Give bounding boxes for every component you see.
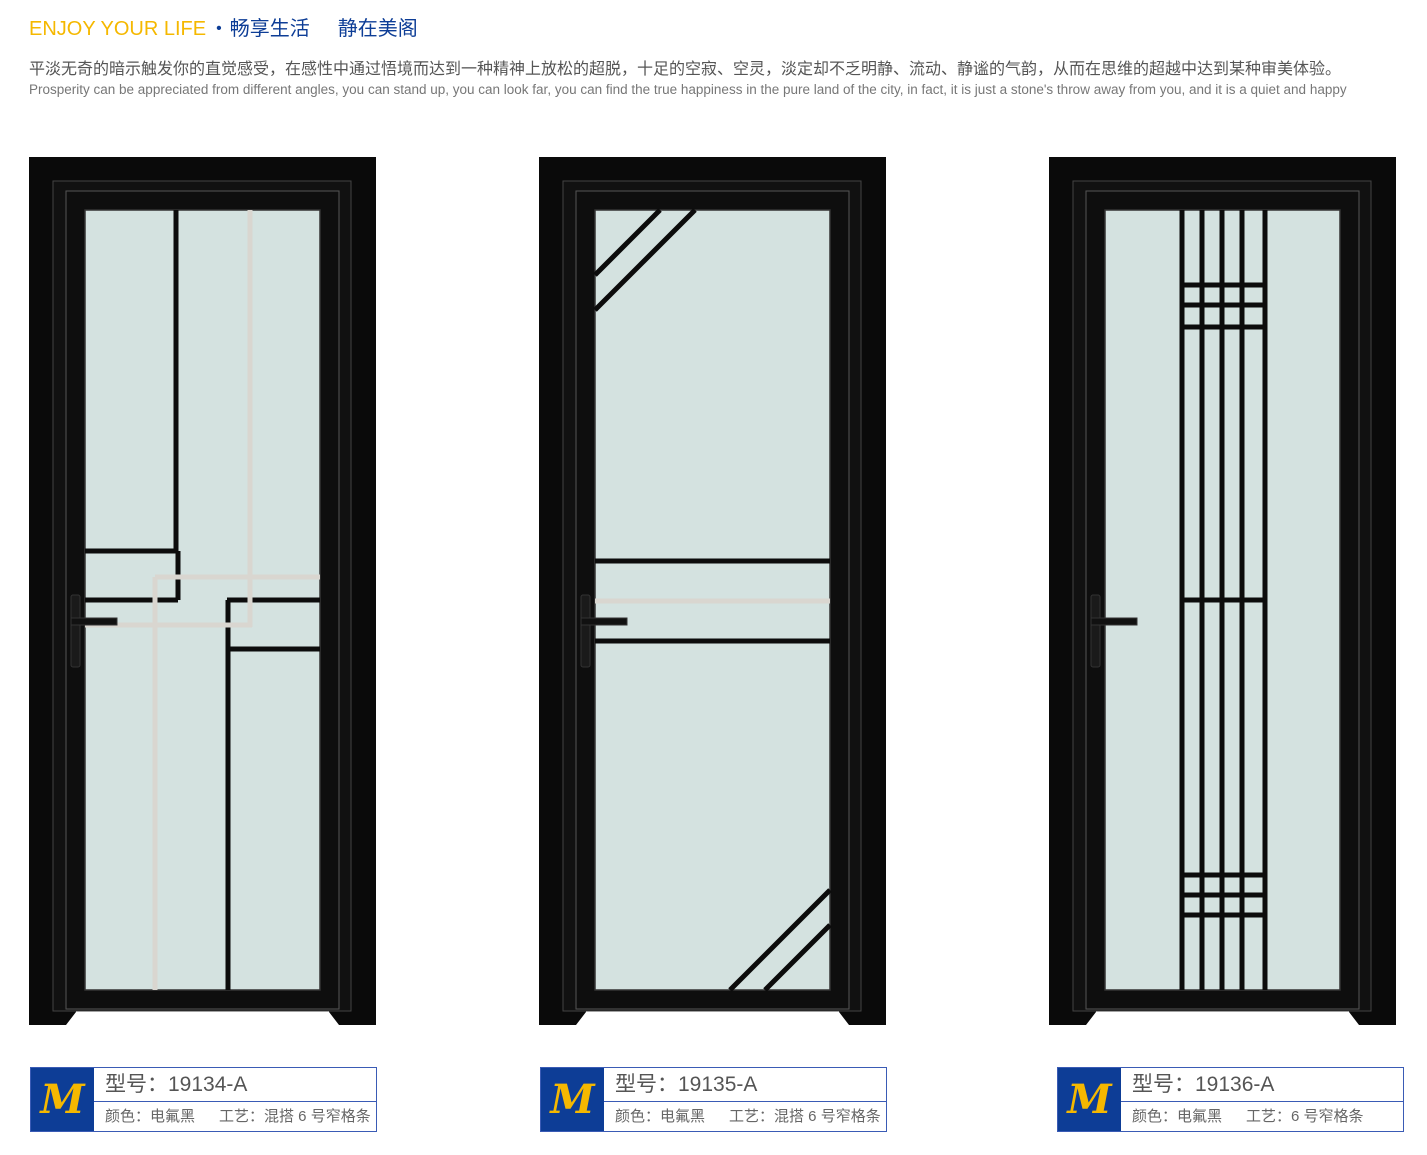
handle-plate (1090, 594, 1101, 668)
door-image-19136 (1049, 157, 1396, 1025)
black-grille-bar (593, 208, 662, 277)
product-craft: 工艺：混搭 6 号窄格条 (729, 1108, 881, 1125)
description-en: Prosperity can be appreciated from diffe… (29, 82, 1347, 97)
door-svg (539, 157, 886, 1025)
product-model: 型号：19136-A (1121, 1068, 1403, 1102)
door-image-19135 (539, 157, 886, 1025)
product-model: 型号：19135-A (604, 1068, 886, 1102)
bullet-icon: • (216, 20, 222, 37)
door-handle-icon (70, 617, 118, 626)
product-color: 颜色：电氟黑 (105, 1108, 196, 1125)
handle-plate (70, 594, 81, 668)
product-card-19135: M 型号：19135-A 颜色：电氟黑 工艺：混搭 6 号窄格条 (540, 1067, 887, 1132)
brand-logo: M (1058, 1068, 1121, 1131)
black-grille-bar (593, 208, 697, 312)
door-svg (29, 157, 376, 1025)
header-title-cn-2: 静在美阁 (337, 18, 418, 40)
door-image-19134 (29, 157, 376, 1025)
handle-plate (580, 594, 591, 668)
grille-bars (593, 208, 832, 992)
product-color: 颜色：电氟黑 (1132, 1108, 1223, 1125)
product-color: 颜色：电氟黑 (615, 1108, 706, 1125)
product-craft: 工艺：6 号窄格条 (1246, 1108, 1364, 1125)
product-craft: 工艺：混搭 6 号窄格条 (219, 1108, 371, 1125)
door-svg (1049, 157, 1396, 1025)
black-grille-bar (763, 923, 832, 992)
description-cn: 平淡无奇的暗示触发你的直觉感受，在感性中通过悟境而达到一种精神上放松的超脱，十足… (29, 59, 1342, 78)
brand-logo: M (31, 1068, 94, 1131)
brand-logo: M (541, 1068, 604, 1131)
door-handle-icon (1090, 617, 1138, 626)
header-title-en: ENJOY YOUR LIFE (29, 18, 207, 40)
door-handle-icon (580, 617, 628, 626)
header-title-cn-1: 畅享生活 (229, 18, 310, 40)
grille-bars (1179, 210, 1268, 990)
product-model: 型号：19134-A (94, 1068, 376, 1102)
black-grille-bar (728, 888, 832, 992)
product-card-19136: M 型号：19136-A 颜色：电氟黑 工艺：6 号窄格条 (1057, 1067, 1404, 1132)
page-header: ENJOY YOUR LIFE • 畅享生活 静在美阁 (29, 12, 418, 41)
product-card-19134: M 型号：19134-A 颜色：电氟黑 工艺：混搭 6 号窄格条 (30, 1067, 377, 1132)
